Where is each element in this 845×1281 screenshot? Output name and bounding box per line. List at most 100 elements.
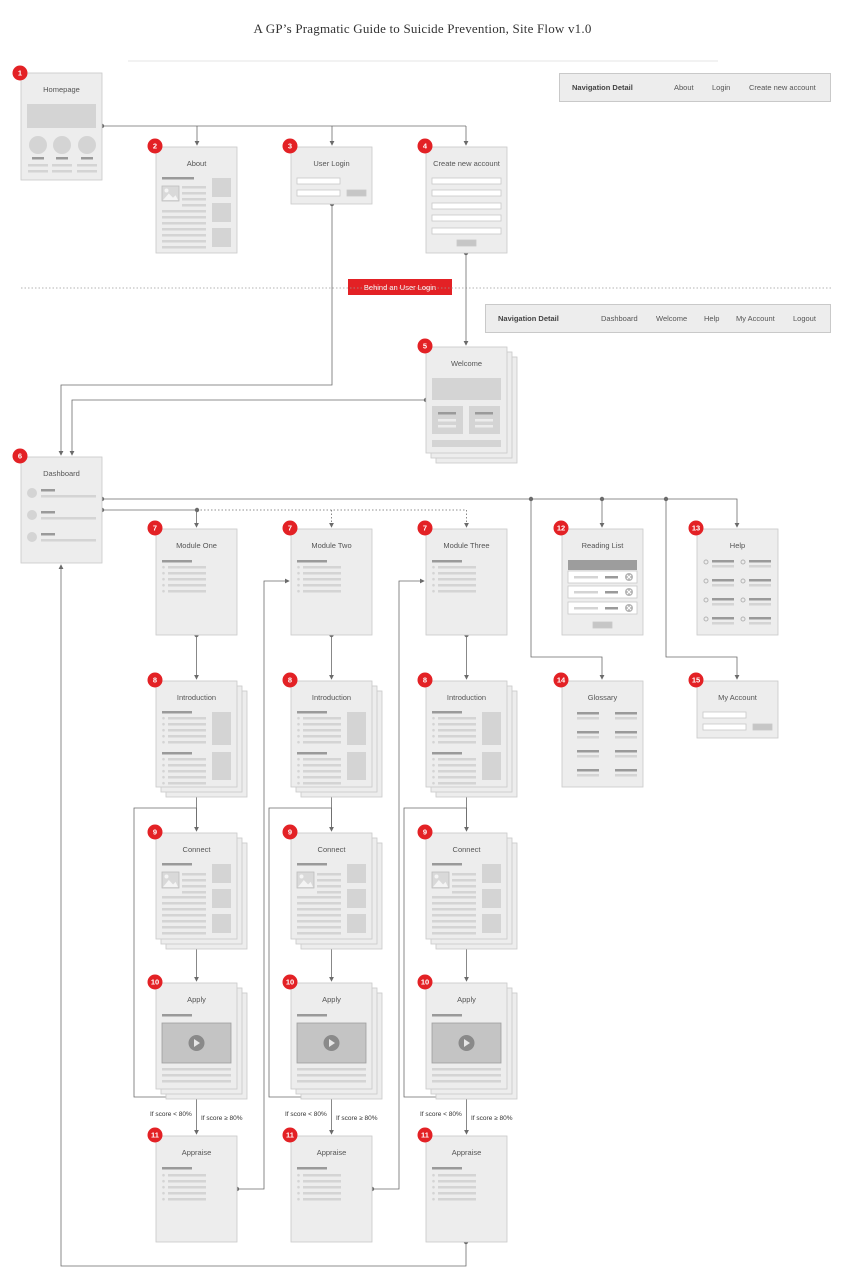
help-card: Help [696, 528, 779, 636]
bullet-line [303, 1174, 341, 1177]
row-meta [605, 591, 618, 594]
bullet-dot [297, 577, 300, 581]
item-heading [41, 489, 55, 492]
bullet-line [303, 566, 341, 569]
text-line [162, 932, 206, 935]
bullet-dot [297, 589, 300, 593]
text-line [162, 896, 206, 899]
nav-item-dashboard[interactable]: Dashboard [601, 314, 638, 323]
list-row [567, 585, 638, 599]
condition-pass-label: If score ≥ 80% [336, 1115, 378, 1122]
text-line [297, 896, 341, 899]
appraise-card: Appraise [290, 1135, 373, 1243]
bullet-line [168, 1192, 206, 1195]
bullet-dot [297, 1191, 300, 1195]
step-badge: 14 [553, 672, 569, 688]
badge-circle [282, 974, 298, 990]
faq-heading [712, 560, 734, 563]
faq-line [749, 622, 771, 625]
connector-line [268, 807, 332, 1098]
text-line [162, 914, 206, 917]
text-line [182, 885, 206, 888]
badge-number: 2 [153, 142, 157, 151]
bullet-dot [432, 734, 435, 738]
faq-heading [749, 560, 771, 563]
nav-item-about[interactable]: About [674, 83, 694, 92]
bullet-line [438, 572, 476, 575]
text-line [432, 920, 476, 923]
text-line [432, 902, 476, 905]
bullet-dot [297, 769, 300, 773]
bullet-line [438, 729, 476, 732]
side-thumb [347, 864, 366, 883]
nav-item-login[interactable]: Login [712, 83, 731, 92]
term-heading [577, 712, 599, 715]
bullet-dot [297, 734, 300, 738]
bullet-line [168, 776, 206, 779]
text-line [297, 932, 341, 935]
card-title: Module One [176, 541, 217, 550]
card-body [425, 1135, 508, 1243]
bullet-dot [162, 763, 165, 767]
bullet-dot [162, 769, 165, 773]
faq-heading [712, 617, 734, 620]
item-heading [41, 511, 55, 514]
bullet-dot [162, 571, 165, 575]
step-badge: 6 [12, 448, 28, 464]
heading-bar [162, 863, 192, 866]
connector-line [665, 499, 740, 680]
nav-item-welcome[interactable]: Welcome [656, 314, 688, 323]
card-title: Introduction [447, 693, 486, 702]
help-icon [703, 616, 709, 622]
bullet-dot [432, 763, 435, 767]
condition-fail-label: If score < 80% [420, 1111, 462, 1118]
bullet-dot [162, 722, 165, 726]
text-line [317, 885, 341, 888]
badge-circle [417, 138, 433, 154]
nav-item-logout[interactable]: Logout [793, 314, 816, 323]
heading-bar [297, 560, 327, 563]
nav-item-help[interactable]: Help [704, 314, 720, 323]
side-thumb [482, 712, 501, 745]
card-title: Apply [457, 995, 476, 1004]
feature-heading [56, 157, 68, 160]
image-sun [164, 874, 169, 879]
badge-circle [417, 672, 433, 688]
homepage-card: Homepage [20, 72, 103, 181]
bullet-dot [297, 781, 300, 785]
account-field [702, 711, 747, 719]
remove-x [626, 574, 632, 580]
bullet-dot [162, 757, 165, 761]
badge-circle [417, 974, 433, 990]
heading-bar [162, 752, 192, 755]
module-card: Module Two [290, 528, 373, 636]
badge-circle [147, 974, 163, 990]
nav-item-my-account[interactable]: My Account [736, 314, 775, 323]
bullet-dot [432, 577, 435, 581]
faq-heading [712, 579, 734, 582]
bullet-line [168, 723, 206, 726]
badge-number: 1 [18, 69, 22, 78]
side-thumb [212, 178, 231, 197]
avatar-circle [27, 488, 37, 498]
bullet-line [303, 764, 341, 767]
connect-card: Connect [155, 832, 248, 950]
side-thumb [212, 712, 231, 745]
create-account-card: Create new account [425, 146, 508, 254]
step-badge: 15 [688, 672, 704, 688]
heading-bar [297, 711, 327, 714]
bullet-line [438, 1186, 476, 1189]
text-line [432, 1068, 501, 1071]
card-title: Homepage [43, 85, 80, 94]
badge-circle [688, 672, 704, 688]
step-badge: 9 [282, 824, 298, 840]
side-thumb [482, 889, 501, 908]
text-line [475, 419, 493, 422]
nav-item-create-account[interactable]: Create new account [749, 83, 816, 92]
badge-number: 10 [151, 978, 159, 987]
diagram-title: A GP’s Pragmatic Guide to Suicide Preven… [253, 21, 592, 36]
connector-line [530, 499, 605, 680]
avatar-circle [27, 510, 37, 520]
connector-line [69, 399, 426, 456]
my-account-card: My Account [696, 680, 779, 739]
